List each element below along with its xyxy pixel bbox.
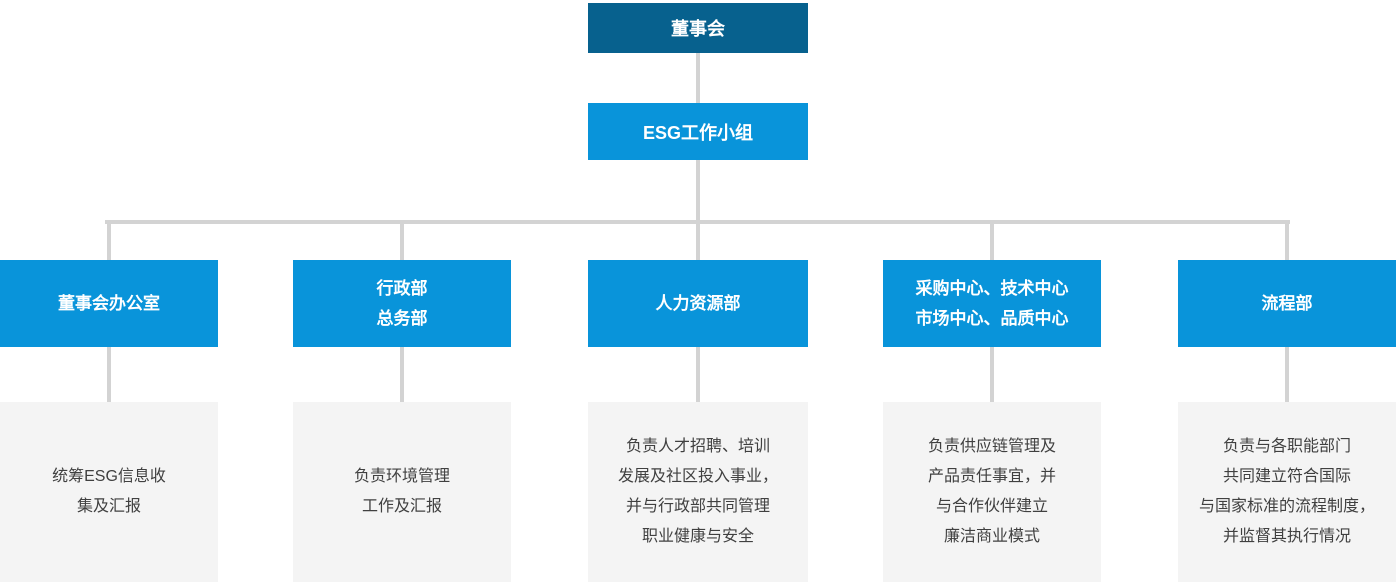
- connector-horizontal-rail: [105, 220, 1290, 224]
- node-dept-admin-general-affairs: 行政部 总务部: [293, 260, 511, 347]
- connector-stub-process: [1285, 347, 1289, 402]
- connector-root-to-esg: [696, 53, 700, 103]
- duty-admin-general-affairs: 负责环境管理 工作及汇报: [293, 402, 511, 582]
- connector-drop-process: [1285, 220, 1289, 260]
- connector-drop-board-office: [107, 220, 111, 260]
- duty-process: 负责与各职能部门 共同建立符合国际 与国家标准的流程制度， 并监督其执行情况: [1178, 402, 1396, 582]
- connector-esg-trunk: [696, 160, 700, 260]
- duty-board-office: 统筹ESG信息收 集及汇报: [0, 402, 218, 582]
- duty-centers: 负责供应链管理及 产品责任事宜，并 与合作伙伴建立 廉洁商业模式: [883, 402, 1101, 582]
- connector-stub-admin: [400, 347, 404, 402]
- connector-drop-admin: [400, 220, 404, 260]
- node-dept-process: 流程部: [1178, 260, 1396, 347]
- node-dept-human-resources: 人力资源部: [588, 260, 808, 347]
- connector-stub-centers: [990, 347, 994, 402]
- duty-human-resources: 负责人才招聘、培训 发展及社区投入事业， 并与行政部共同管理 职业健康与安全: [588, 402, 808, 582]
- node-esg-working-group: ESG工作小组: [588, 103, 808, 160]
- connector-stub-board-office: [107, 347, 111, 402]
- connector-stub-hr: [696, 347, 700, 402]
- node-dept-board-office: 董事会办公室: [0, 260, 218, 347]
- connector-drop-centers: [990, 220, 994, 260]
- node-board-of-directors: 董事会: [588, 3, 808, 53]
- node-dept-centers: 采购中心、技术中心 市场中心、品质中心: [883, 260, 1101, 347]
